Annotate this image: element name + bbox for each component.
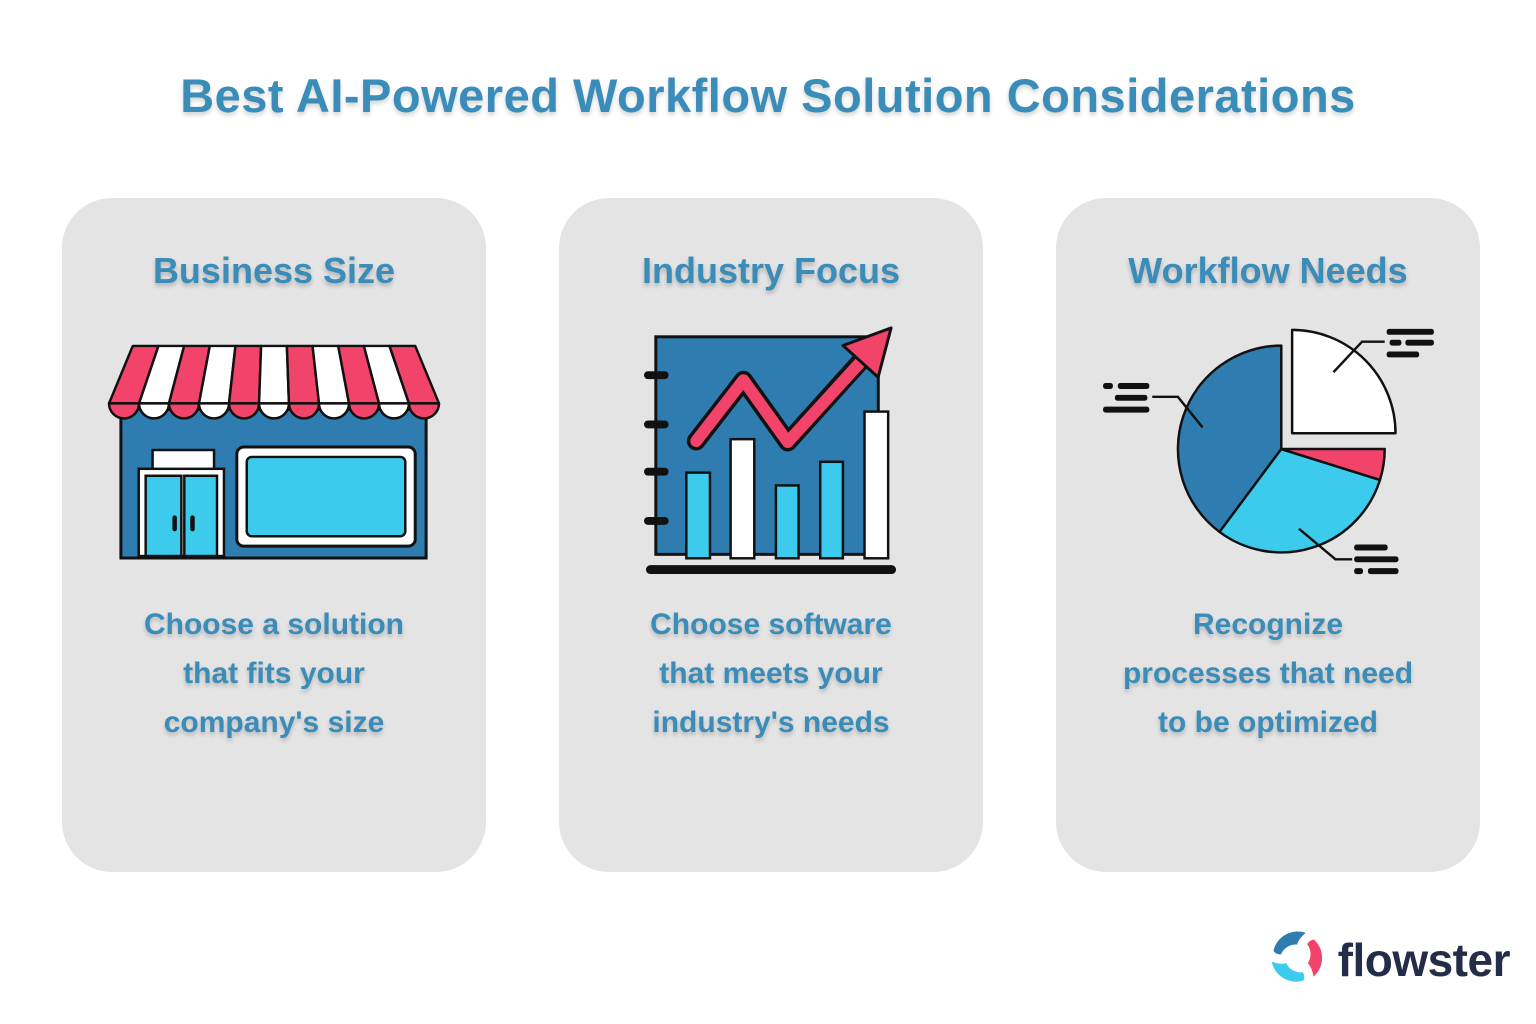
pie-slice-cyan <box>1218 447 1382 554</box>
store-door <box>137 448 226 558</box>
pie-callout-left <box>1103 383 1204 429</box>
description-line: Recognize <box>1192 608 1344 641</box>
pie-slice-pink <box>1280 447 1386 482</box>
pie-slices <box>1176 328 1397 554</box>
store-awning <box>107 344 441 420</box>
description-line: that meets your <box>659 657 883 690</box>
card-description: Choose a solution that fits your company… <box>76 600 472 747</box>
page-title: Best AI-Powered Workflow Solution Consid… <box>180 69 1356 122</box>
card-workflow-needs: Workflow Needs <box>1056 198 1480 872</box>
card-heading: Industry Focus <box>641 250 901 291</box>
pie-callout-bottom-right <box>1298 527 1399 575</box>
brand-name: flowster <box>1337 933 1511 986</box>
flowster-logo-svg <box>1271 931 1322 982</box>
card-heading: Workflow Needs <box>1128 250 1408 291</box>
pie-callout-top-right <box>1332 328 1434 374</box>
flowster-logo-icon <box>1266 926 1328 993</box>
growth-bar-chart-icon <box>559 326 983 575</box>
description-line: processes that need <box>1122 657 1414 690</box>
chart-ticks <box>644 371 669 525</box>
storefront-icon-svg <box>107 344 441 560</box>
cards-row: Business Size <box>62 198 1480 872</box>
chart-baseline <box>645 565 897 575</box>
description-line: Choose a solution <box>143 608 404 641</box>
store-window <box>235 445 417 548</box>
card-description: Choose software that meets your industry… <box>573 600 969 747</box>
growth-arrow <box>686 326 893 452</box>
infographic-page: Best AI-Powered Workflow Solution Consid… <box>0 0 1536 986</box>
pie-chart-icon <box>1056 326 1480 575</box>
storefront-icon <box>62 326 486 574</box>
pie-slice-blue <box>1176 344 1283 534</box>
description-line: that fits your <box>183 657 365 690</box>
description-line: Choose software <box>650 608 892 641</box>
card-heading: Business Size <box>152 250 396 291</box>
description-line: to be optimized <box>1158 706 1378 739</box>
pie-chart-icon-svg <box>1103 328 1434 575</box>
card-description: Recognize processes that need to be opti… <box>1070 600 1466 747</box>
card-industry-focus: Industry Focus <box>559 198 983 872</box>
description-line: company's size <box>163 706 385 739</box>
pie-slice-white-exploded <box>1290 328 1397 435</box>
card-business-size: Business Size <box>62 198 486 872</box>
growth-bar-chart-icon-svg <box>644 326 897 575</box>
chart-bars <box>685 410 890 560</box>
description-line: industry's needs <box>652 706 890 739</box>
brand-footer: flowster <box>1266 926 1511 993</box>
